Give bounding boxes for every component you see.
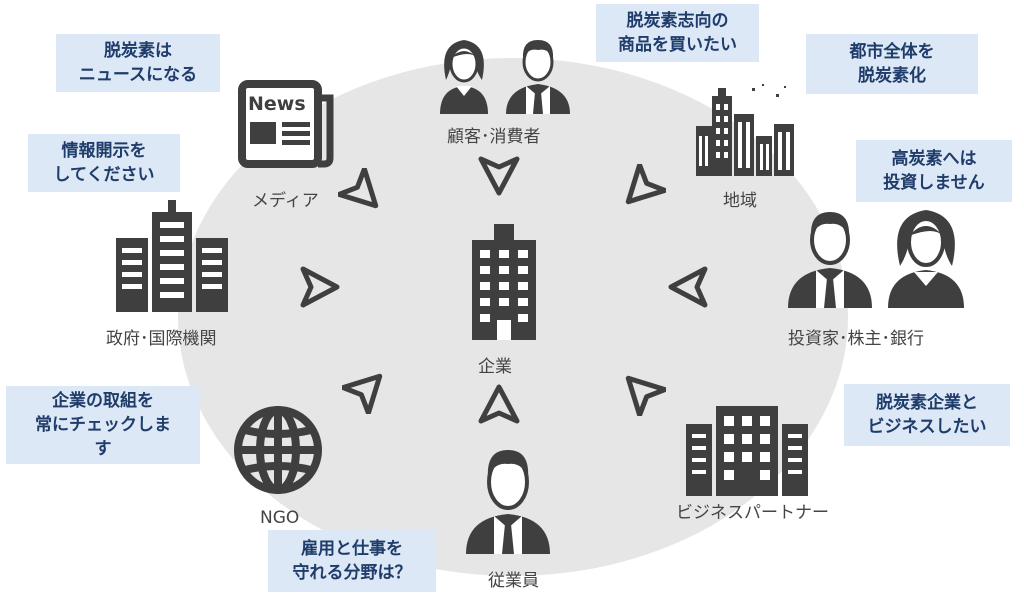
newspaper-icon: News (236, 78, 336, 170)
bubble-line: ビジネスしたい (867, 417, 987, 437)
man-icon (502, 34, 574, 114)
bubble-government: 情報開示を してください (28, 134, 180, 192)
bubble-line: 情報開示を (61, 141, 147, 161)
bubble-line: 雇用と仕事を (301, 539, 403, 559)
bubble-line: 脱炭素志向の (626, 11, 729, 31)
arrow-from-government (294, 262, 344, 312)
investor-man-icon (784, 206, 876, 308)
label-consumers: 顧客･消費者 (447, 127, 541, 147)
arrow-from-media (338, 168, 388, 218)
arrow-from-region (616, 164, 666, 214)
arrow-from-employees (474, 380, 524, 430)
woman-icon (430, 36, 498, 114)
bubble-ngo: 企業の取組を 常にチェックしま す (6, 386, 200, 464)
bubble-line: 脱炭素は (104, 41, 172, 61)
bubble-media: 脱炭素は ニュースになる (56, 34, 220, 92)
bubble-line: す (94, 439, 112, 459)
bubble-investors: 高炭素へは 投資しません (856, 140, 1012, 202)
bubble-partners: 脱炭素企業と ビジネスしたい (844, 384, 1010, 446)
city-skyline-icon (694, 84, 798, 176)
investor-woman-icon (880, 206, 972, 308)
label-media: メディア (252, 191, 319, 211)
globe-icon (232, 404, 324, 496)
label-partners: ビジネスパートナー (676, 503, 829, 523)
bubble-region: 都市全体を 脱炭素化 (806, 34, 978, 94)
label-employees: 従業員 (488, 571, 539, 591)
label-center: 企業 (478, 357, 512, 377)
bubble-line: 高炭素へは (891, 149, 977, 169)
arrow-from-consumers (474, 150, 524, 200)
bubble-line: 投資しません (883, 173, 985, 193)
bubble-line: 常にチェックしま (35, 415, 171, 435)
arrow-from-investors (664, 262, 714, 312)
bubble-line: 商品を買いたい (618, 35, 737, 55)
bubble-line: 脱炭素企業と (876, 393, 978, 413)
government-building-icon (116, 200, 228, 312)
bubble-line: 企業の取組を (52, 391, 154, 411)
label-region: 地域 (723, 191, 757, 211)
arrow-from-partners (616, 366, 666, 416)
news-text: News (248, 93, 306, 115)
company-building-icon (470, 224, 538, 340)
bubble-employees: 雇用と仕事を 守れる分野は？ (268, 530, 436, 592)
label-ngo: NGO (260, 508, 300, 528)
bubble-line: 守れる分野は？ (292, 563, 412, 583)
label-government: 政府･国際機関 (106, 329, 217, 349)
arrow-from-ngo (342, 364, 392, 414)
label-investors: 投資家･株主･銀行 (788, 329, 924, 349)
bubble-consumers: 脱炭素志向の 商品を買いたい (596, 4, 759, 62)
bubble-line: 都市全体を (849, 42, 935, 62)
bubble-line: 脱炭素化 (858, 66, 926, 86)
bubble-line: してください (53, 165, 155, 185)
employee-icon (462, 446, 554, 554)
bubble-line: ニュースになる (78, 65, 198, 85)
office-buildings-icon (686, 406, 808, 496)
